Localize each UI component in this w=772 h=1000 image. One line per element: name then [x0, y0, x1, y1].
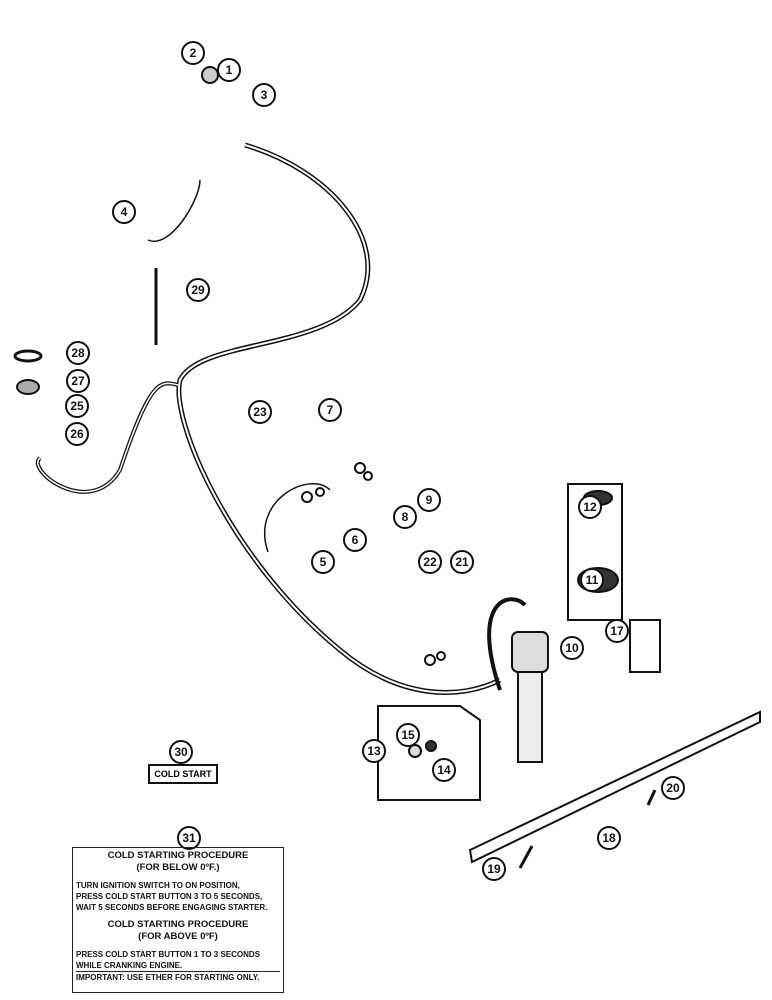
svg-text:13: 13 [367, 744, 381, 758]
line-below-2: PRESS COLD START BUTTON 3 TO 5 SECONDS, [76, 892, 263, 901]
svg-text:17: 17 [610, 624, 624, 638]
svg-text:8: 8 [402, 510, 409, 524]
svg-text:6: 6 [352, 533, 359, 547]
heading-above: COLD STARTING PROCEDURE [107, 919, 249, 930]
callout-3: 3 [252, 83, 276, 107]
line-above-1: PRESS COLD START BUTTON 1 TO 3 SECONDS [76, 950, 261, 959]
line-below-3: WAIT 5 SECONDS BEFORE ENGAGING STARTER. [76, 903, 268, 912]
svg-text:2: 2 [190, 46, 197, 60]
svg-text:29: 29 [191, 283, 205, 297]
callout-29: 29 [186, 278, 210, 302]
callout-8: 8 [393, 505, 417, 529]
callout-23: 23 [248, 400, 272, 424]
sub-above: (FOR ABOVE 0ºF) [138, 931, 218, 942]
svg-text:23: 23 [253, 405, 267, 419]
callout-18: 18 [597, 826, 621, 850]
svg-text:7: 7 [327, 403, 334, 417]
callout-11: 11 [580, 568, 604, 592]
svg-text:19: 19 [487, 862, 501, 876]
callout-13: 13 [362, 739, 386, 763]
svg-text:18: 18 [602, 831, 616, 845]
callout-26: 26 [65, 422, 89, 446]
callout-17: 17 [605, 619, 629, 643]
callout-12: 12 [578, 495, 602, 519]
svg-text:9: 9 [426, 493, 433, 507]
callout-4: 4 [112, 200, 136, 224]
cold-starting-procedure-decal: COLD STARTING PROCEDURE (FOR BELOW 0ºF.)… [72, 847, 284, 993]
svg-text:21: 21 [455, 555, 469, 569]
callout-10: 10 [560, 636, 584, 660]
tubing-lines [13, 66, 761, 869]
svg-text:3: 3 [261, 88, 268, 102]
important-note: IMPORTANT: USE ETHER FOR STARTING ONLY. [76, 971, 280, 983]
callout-9: 9 [417, 488, 441, 512]
callout-21: 21 [450, 550, 474, 574]
heading-below: COLD STARTING PROCEDURE [107, 850, 249, 861]
svg-text:12: 12 [583, 500, 597, 514]
svg-text:15: 15 [401, 728, 415, 742]
svg-text:5: 5 [320, 555, 327, 569]
callout-25: 25 [65, 394, 89, 418]
callout-5: 5 [311, 550, 335, 574]
callout-19: 19 [482, 857, 506, 881]
callout-7: 7 [318, 398, 342, 422]
callout-group: 1234567891011121314151718192021222325262… [65, 41, 685, 881]
callout-27: 27 [66, 369, 90, 393]
svg-text:10: 10 [565, 641, 579, 655]
svg-text:22: 22 [423, 555, 437, 569]
callout-15: 15 [396, 723, 420, 747]
cold-start-decal: COLD START [148, 764, 218, 784]
callout-30: 30 [169, 740, 193, 764]
callout-31: 31 [177, 826, 201, 850]
callout-14: 14 [432, 758, 456, 782]
callout-28: 28 [66, 341, 90, 365]
callout-22: 22 [418, 550, 442, 574]
callout-2: 2 [181, 41, 205, 65]
svg-text:27: 27 [71, 374, 85, 388]
svg-text:26: 26 [70, 427, 84, 441]
svg-text:31: 31 [182, 831, 196, 845]
svg-text:14: 14 [437, 763, 451, 777]
svg-text:25: 25 [70, 399, 84, 413]
svg-text:4: 4 [121, 205, 128, 219]
line-above-2: WHILE CRANKING ENGINE. [76, 961, 183, 970]
svg-text:11: 11 [586, 573, 599, 587]
svg-text:1: 1 [226, 63, 233, 77]
callout-1: 1 [217, 58, 241, 82]
callout-20: 20 [661, 776, 685, 800]
svg-text:28: 28 [71, 346, 85, 360]
svg-text:20: 20 [666, 781, 680, 795]
sub-below: (FOR BELOW 0ºF.) [136, 862, 220, 873]
callout-6: 6 [343, 528, 367, 552]
line-below-1: TURN IGNITION SWITCH TO ON POSITION, [76, 881, 240, 890]
svg-text:30: 30 [174, 745, 188, 759]
